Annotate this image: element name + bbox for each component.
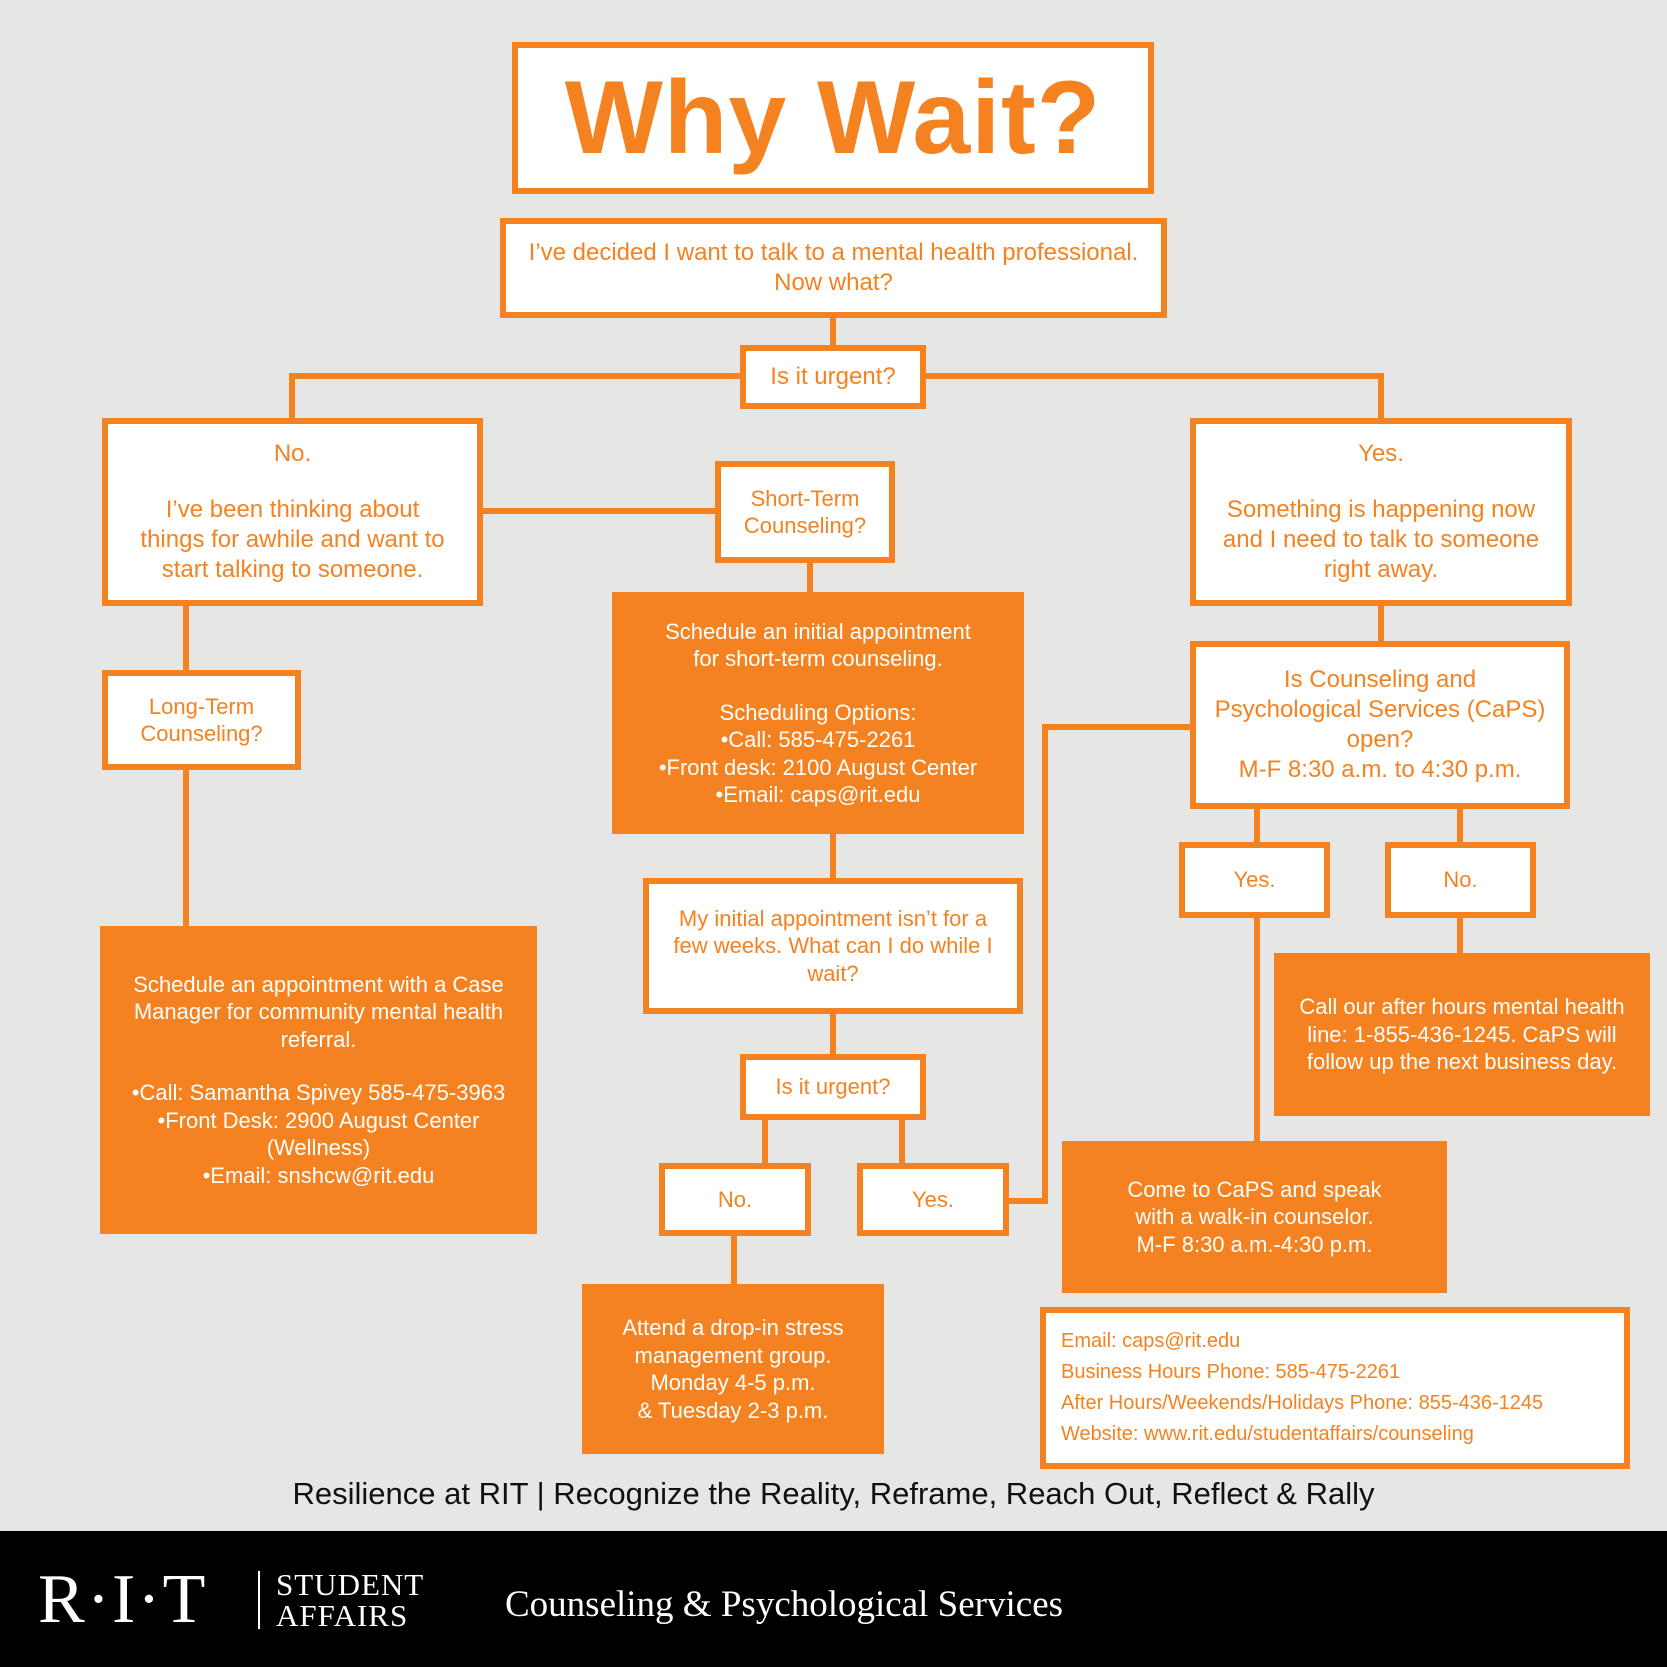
case-manager-line: •Call: Samantha Spivey 585-475-3963	[131, 1080, 506, 1106]
footer-bar: R·I·T STUDENT AFFAIRS Counseling & Psych…	[0, 1531, 1667, 1667]
yes-branch-box: Yes. Something is happening now and I ne…	[1190, 418, 1572, 606]
wait-question-line: wait?	[807, 960, 859, 986]
long-term-line: Counseling?	[140, 721, 263, 746]
after-hours-line: follow up the next business day.	[1306, 1049, 1618, 1075]
yes-branch-line: right away.	[1323, 556, 1439, 583]
start-line: I’ve decided I want to talk to a mental …	[528, 239, 1139, 266]
wait-question-box: My initial appointment isn’t for a few w…	[643, 878, 1023, 1014]
no-branch-line: I’ve been thinking about	[165, 496, 420, 523]
no-branch-line: things for awhile and want to	[140, 526, 445, 553]
walk-in-box: Come to CaPS and speak with a walk-in co…	[1062, 1141, 1447, 1293]
yes-branch-line: Yes.	[1358, 440, 1404, 467]
logo-divider	[258, 1571, 260, 1629]
wait-question-line: My initial appointment isn’t for a	[678, 905, 988, 931]
schedule-line: •Email: caps@rit.edu	[715, 782, 921, 807]
case-manager-line: •Email: snshcw@rit.edu	[202, 1162, 435, 1188]
case-manager-line: (Wellness)	[266, 1135, 371, 1161]
wait-question-line: few weeks. What can I do while I	[673, 933, 993, 959]
yes-2-box: Yes.	[857, 1163, 1009, 1236]
caps-no-box: No.	[1385, 842, 1536, 918]
start-box: I’ve decided I want to talk to a mental …	[500, 218, 1167, 318]
after-hours-line: line: 1-855-436-1245. CaPS will	[1307, 1021, 1617, 1047]
case-manager-line: Schedule an appointment with a Case	[133, 971, 504, 997]
caps-open-line: M-F 8:30 a.m. to 4:30 p.m.	[1238, 756, 1522, 783]
title-box: Why Wait?	[512, 42, 1154, 194]
caps-open-line: Psychological Services (CaPS)	[1214, 696, 1546, 723]
urgent-question-box: Is it urgent?	[740, 345, 926, 409]
rit-logo: R·I·T	[38, 1561, 208, 1638]
contact-email[interactable]: Email: caps@rit.edu	[1061, 1330, 1241, 1352]
caps-open-question-box: Is Counseling and Psychological Services…	[1190, 641, 1570, 809]
page-title: Why Wait?	[564, 60, 1102, 176]
short-term-line: Short-Term	[750, 485, 860, 511]
yes-branch-line: Something is happening now	[1226, 496, 1536, 523]
contact-after-hours-phone: After Hours/Weekends/Holidays Phone: 855…	[1061, 1392, 1544, 1414]
caps-yes-box: Yes.	[1179, 842, 1330, 918]
case-manager-line: Manager for community mental health	[133, 999, 504, 1025]
drop-in-line: management group.	[634, 1342, 832, 1368]
contact-info-box: Email: caps@rit.edu Business Hours Phone…	[1040, 1307, 1630, 1469]
drop-in-line: Monday 4-5 p.m.	[650, 1370, 816, 1395]
case-manager-box: Schedule an appointment with a Case Mana…	[100, 926, 537, 1234]
case-manager-line: referral.	[280, 1026, 357, 1052]
case-manager-line: •Front Desk: 2900 August Center	[157, 1107, 480, 1133]
short-term-question-box: Short-Term Counseling?	[715, 461, 895, 563]
drop-in-line: & Tuesday 2-3 p.m.	[637, 1397, 829, 1423]
walk-in-line: M-F 8:30 a.m.-4:30 p.m.	[1136, 1231, 1373, 1257]
drop-in-box: Attend a drop-in stress management group…	[582, 1284, 884, 1454]
no-branch-box: No. I’ve been thinking about things for …	[102, 418, 483, 606]
department-name: Counseling & Psychological Services	[505, 1584, 1064, 1625]
caps-open-line: open?	[1346, 726, 1414, 753]
no-branch-line: No.	[273, 440, 312, 467]
start-line: Now what?	[774, 269, 893, 296]
schedule-line: •Front desk: 2100 August Center	[658, 754, 978, 780]
caps-open-line: Is Counseling and	[1283, 666, 1477, 693]
no-2-label: No.	[717, 1186, 753, 1212]
walk-in-line: with a walk-in counselor.	[1135, 1204, 1374, 1230]
urgent-question-label: Is it urgent?	[770, 363, 896, 390]
no-branch-line: start talking to someone.	[161, 556, 424, 583]
walk-in-line: Come to CaPS and speak	[1127, 1176, 1382, 1202]
drop-in-line: Attend a drop-in stress	[622, 1315, 844, 1340]
schedule-line: for short-term counseling.	[693, 646, 943, 671]
caps-no-label: No.	[1443, 867, 1478, 893]
contact-business-phone: Business Hours Phone: 585-475-2261	[1061, 1361, 1401, 1383]
schedule-line: •Call: 585-475-2261	[720, 727, 916, 752]
urgent-question-2-box: Is it urgent?	[740, 1054, 926, 1120]
long-term-question-box: Long-Term Counseling?	[102, 670, 301, 770]
after-hours-box: Call our after hours mental health line:…	[1274, 953, 1650, 1116]
caps-yes-label: Yes.	[1233, 867, 1276, 893]
yes-2-label: Yes.	[911, 1186, 954, 1212]
student-label: STUDENT	[276, 1567, 425, 1602]
affairs-label: AFFAIRS	[276, 1598, 409, 1633]
resilience-tagline: Resilience at RIT | Recognize the Realit…	[292, 1476, 1375, 1511]
schedule-line: Schedule an initial appointment	[665, 618, 971, 644]
short-term-line: Counseling?	[743, 513, 867, 538]
schedule-line: Scheduling Options:	[719, 699, 917, 725]
student-affairs-wordmark: STUDENT AFFAIRS	[276, 1569, 424, 1631]
after-hours-line: Call our after hours mental health	[1299, 994, 1625, 1020]
short-term-schedule-box: Schedule an initial appointment for shor…	[612, 592, 1024, 834]
urgent-question-2-label: Is it urgent?	[775, 1074, 891, 1100]
no-2-box: No.	[659, 1163, 811, 1236]
long-term-line: Long-Term	[148, 693, 255, 719]
yes-branch-line: and I need to talk to someone	[1222, 526, 1540, 553]
contact-website[interactable]: Website: www.rit.edu/studentaffairs/coun…	[1061, 1423, 1474, 1445]
